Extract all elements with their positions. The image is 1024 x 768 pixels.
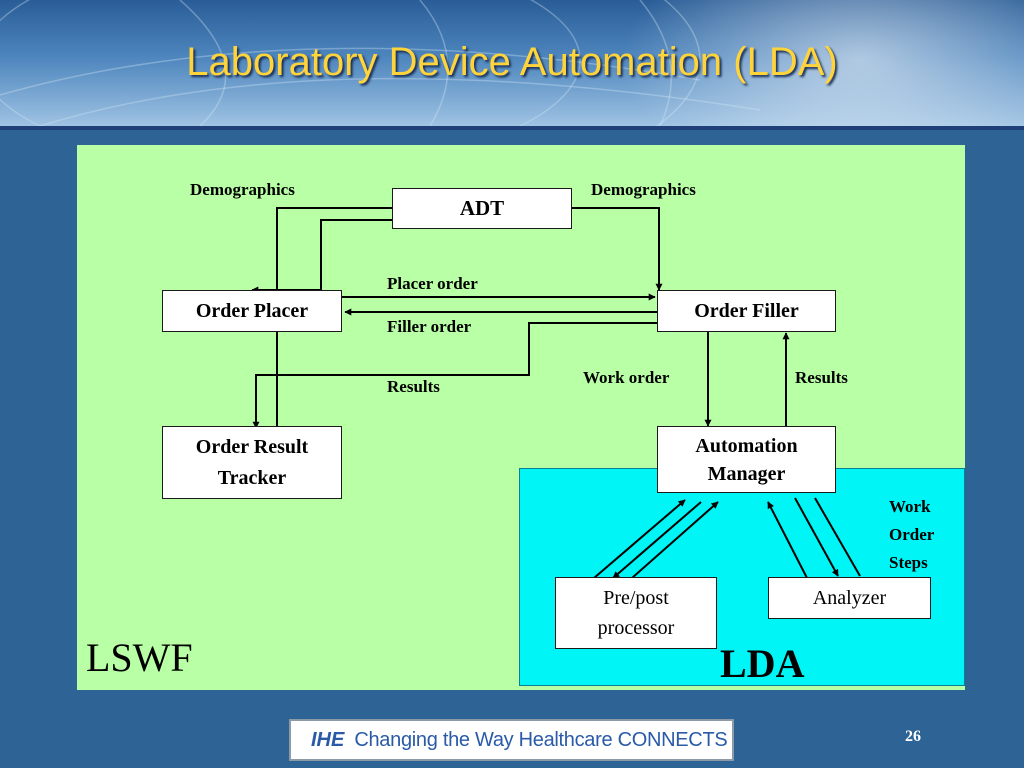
- order-filler-label: Order Filler: [694, 299, 799, 322]
- automation-manager-label-line1: Automation: [695, 434, 798, 457]
- globe-grid-icon: [0, 0, 761, 126]
- work-order-steps-line3: Steps: [889, 553, 928, 572]
- slide-header: Laboratory Device Automation (LDA): [0, 0, 1024, 126]
- pre-post-processor-label-line1: Pre/post: [603, 587, 669, 609]
- work-order-steps-line2: Order: [889, 525, 935, 544]
- results-left-label: Results: [387, 377, 440, 396]
- demographics-left-label: Demographics: [190, 180, 295, 199]
- order-result-tracker-label-line1: Order Result: [195, 435, 309, 458]
- pre-post-processor-label-line2: processor: [597, 617, 675, 639]
- order-result-tracker-node: Order Result Tracker: [162, 426, 342, 499]
- placer-order-label: Placer order: [387, 274, 478, 293]
- header-glow: [620, 0, 1024, 126]
- adt-label: ADT: [459, 196, 505, 220]
- order-filler-node: Order Filler: [657, 290, 836, 332]
- analyzer-node: Analyzer: [768, 577, 931, 619]
- order-placer-label: Order Placer: [195, 299, 309, 322]
- work-order-steps-line1: Work: [889, 497, 931, 516]
- automation-manager-label-line2: Manager: [707, 462, 786, 485]
- lswf-region-label: LSWF: [86, 635, 193, 680]
- ihe-logo-tagline: Changing the Way Healthcare CONNECTS: [354, 728, 728, 751]
- slide-title: Laboratory Device Automation (LDA): [186, 40, 838, 84]
- pre-post-processor-node: Pre/post processor: [555, 577, 717, 649]
- adt-node: ADT: [392, 188, 572, 229]
- demographics-right-label: Demographics: [591, 180, 696, 199]
- order-result-tracker-label-line2: Tracker: [217, 466, 287, 489]
- header-divider: [0, 126, 1024, 130]
- automation-manager-node: Automation Manager: [657, 426, 836, 493]
- page-number: 26: [905, 728, 921, 745]
- lda-region-label: LDA: [720, 641, 805, 686]
- analyzer-label: Analyzer: [812, 586, 887, 609]
- work-order-label: Work order: [583, 368, 670, 387]
- filler-order-label: Filler order: [387, 317, 472, 336]
- order-placer-node: Order Placer: [162, 290, 342, 332]
- ihe-logo-mark: IHE: [311, 728, 345, 751]
- ihe-logo: IHE Changing the Way Healthcare CONNECTS: [289, 719, 734, 761]
- results-right-label: Results: [795, 368, 848, 387]
- work-order-steps-label: Work Order Steps: [889, 493, 934, 577]
